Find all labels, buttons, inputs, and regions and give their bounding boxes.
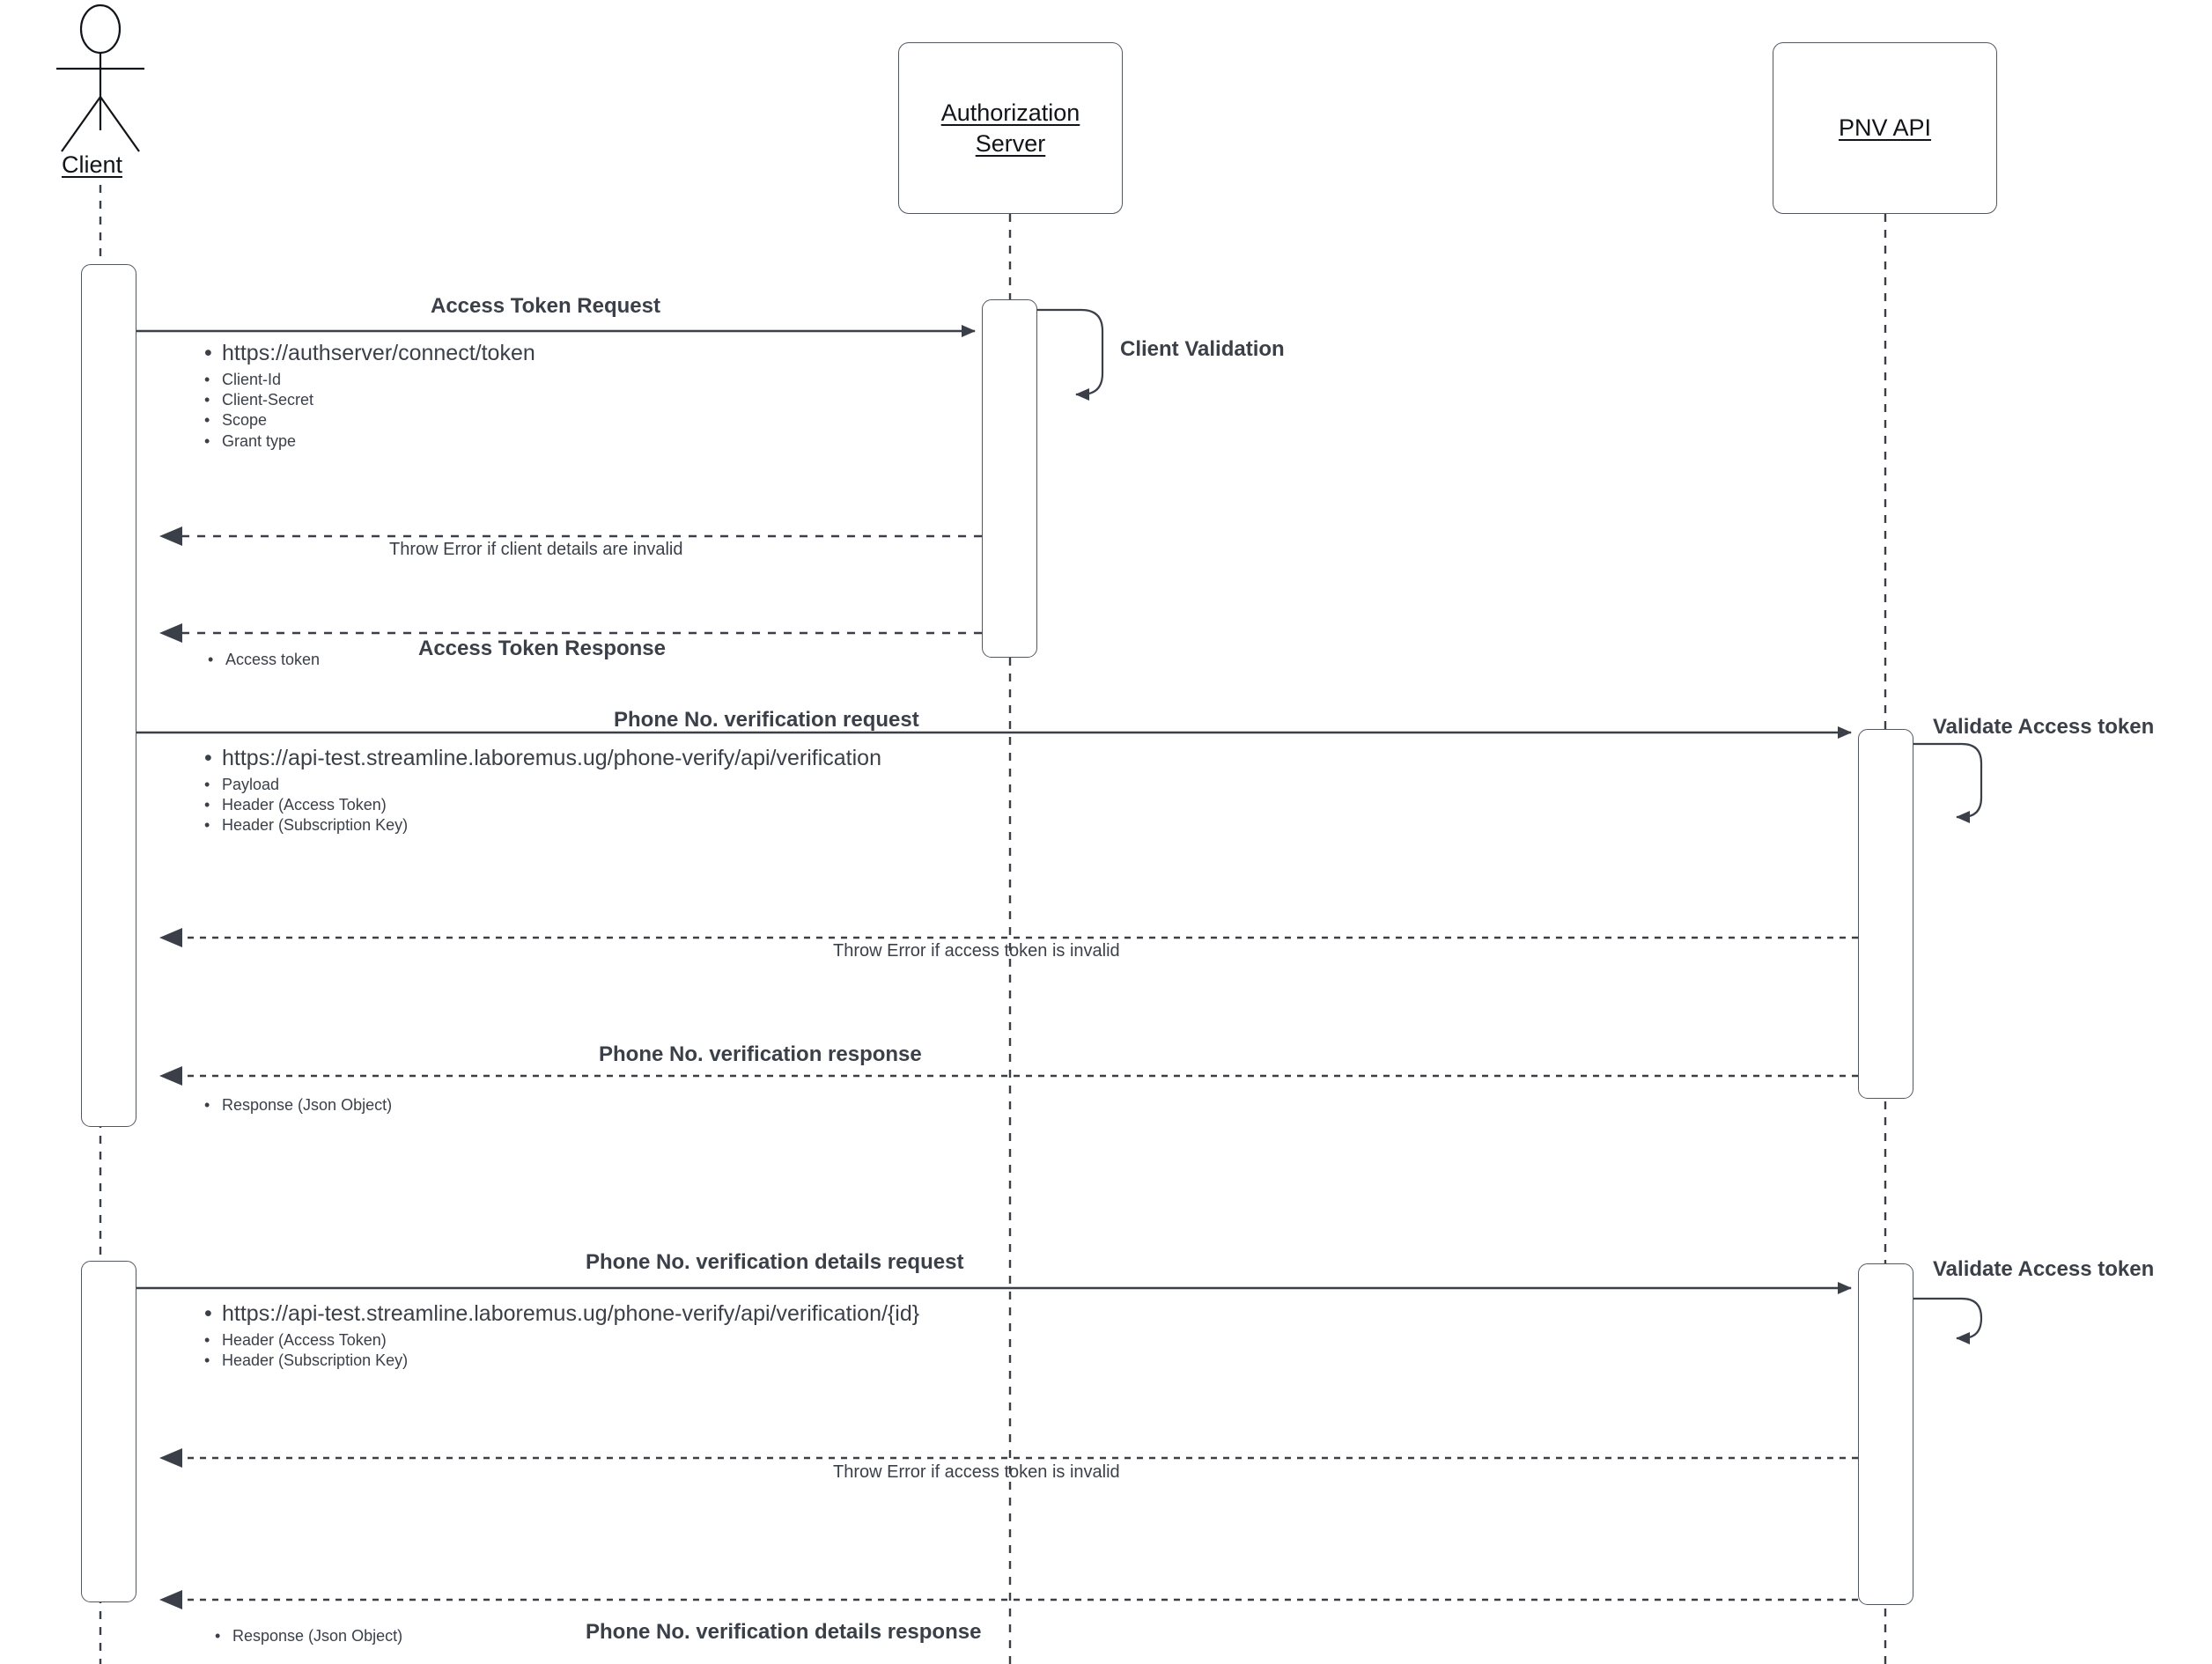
note-bullet: Header (Subscription Key) [201,1351,919,1372]
note-bullet: https://api-test.streamline.laboremus.ug… [201,1300,919,1329]
activation-auth-server-1 [982,299,1037,658]
note-phone-verification-response: Response (Json Object) [201,1095,392,1116]
note-bullet: Payload [201,775,881,796]
note-bullet: Client-Secret [201,390,535,411]
note-phone-verification-request: https://api-test.streamline.laboremus.ug… [201,744,881,836]
note-bullet: https://api-test.streamline.laboremus.ug… [201,744,881,773]
note-bullet: Header (Subscription Key) [201,815,881,836]
arrow-validate-access-token-self-loop-2 [1913,1297,1983,1344]
message-label-access-token-request: Access Token Request [431,294,660,318]
participant-label-client: Client [62,151,123,178]
message-label-phone-verification-response: Phone No. verification response [599,1042,922,1066]
note-bullet: Header (Access Token) [201,1330,919,1351]
note-bullet: Response (Json Object) [201,1095,392,1116]
note-access-token-request: https://authserver/connect/token Client-… [201,339,535,452]
note-bullet: Response (Json Object) [211,1626,402,1647]
message-label-client-validation: Client Validation [1120,337,1285,361]
message-label-throw-error-access-token-1: Throw Error if access token is invalid [833,941,1120,961]
message-label-access-token-response: Access Token Response [418,637,667,660]
note-bullet: https://authserver/connect/token [201,339,535,368]
activation-pnv-api-1 [1858,729,1913,1099]
note-bullet: Grant type [201,431,535,453]
message-label-phone-verification-request: Phone No. verification request [614,708,919,732]
message-label-validate-access-token-1: Validate Access token [1933,715,2155,739]
message-label-phone-verification-details-request: Phone No. verification details request [586,1250,964,1274]
participant-box-pnv-api[interactable]: PNV API [1773,42,1997,214]
note-bullet: Access token [204,650,320,671]
note-phone-verification-details-request: https://api-test.streamline.laboremus.ug… [201,1300,919,1372]
message-label-validate-access-token-2: Validate Access token [1933,1257,2155,1281]
note-phone-verification-details-response: Response (Json Object) [211,1626,402,1647]
actor-client-icon [56,4,144,152]
message-label-throw-error-client-details: Throw Error if client details are invali… [389,540,683,559]
arrow-client-validation-self-loop [1037,308,1104,401]
participant-label-pnv-api: PNV API [1838,114,1932,142]
note-bullet: Client-Id [201,370,535,391]
message-label-phone-verification-details-response: Phone No. verification details response [586,1620,982,1644]
activation-client-1 [81,264,136,1127]
message-label-throw-error-access-token-2: Throw Error if access token is invalid [833,1462,1120,1482]
note-bullet: Header (Access Token) [201,795,881,816]
activation-client-2 [81,1261,136,1602]
activation-pnv-api-2 [1858,1263,1913,1605]
note-access-token-response: Access token [204,650,320,671]
arrow-validate-access-token-self-loop-1 [1913,742,1983,823]
note-bullet: Scope [201,410,535,431]
